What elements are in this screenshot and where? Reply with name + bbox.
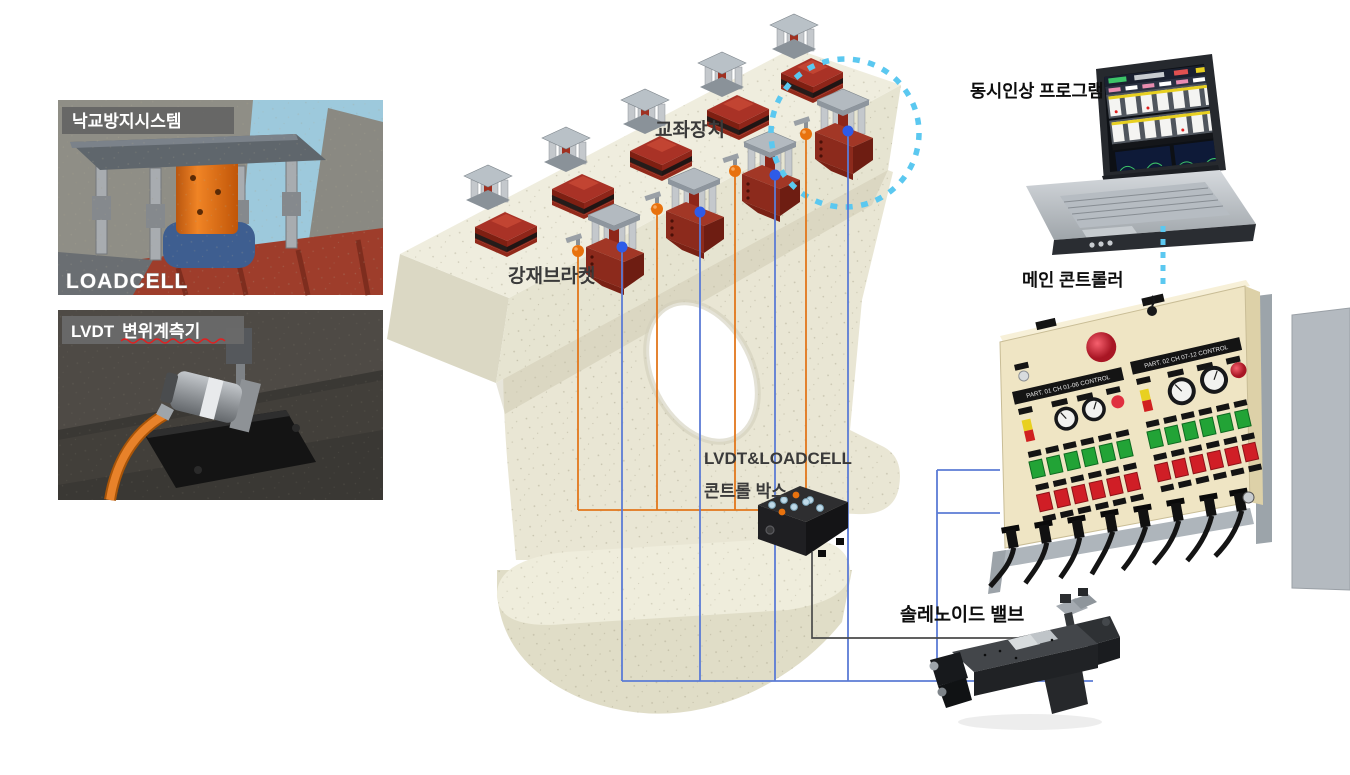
loadcell-dot-3 xyxy=(769,169,781,181)
laptop-keyboard xyxy=(1060,182,1230,228)
main-controller: PART. 01 CH 01-06 CONTROL PART. 02 CH 07… xyxy=(988,280,1350,594)
inset2-title-bar xyxy=(62,316,244,344)
pressure-gauges-1 xyxy=(1054,397,1106,431)
loadcell-dot-1 xyxy=(616,241,628,253)
red-button-row-2 xyxy=(1153,432,1263,493)
green-button-row-2 xyxy=(1145,399,1252,450)
control-box-front xyxy=(758,505,806,556)
laptop-screen-content xyxy=(1104,64,1216,172)
loadcell-dot-2 xyxy=(694,206,706,218)
hydraulic-couplers xyxy=(988,487,1255,589)
inset2-lvdt-sensor xyxy=(160,371,261,433)
green-button-row-1 xyxy=(1027,429,1134,480)
laptop-label: 동시인상 프로그램 xyxy=(970,81,1104,101)
solenoid-valve xyxy=(929,588,1120,730)
inset1-title: 낙교방지시스템 xyxy=(72,112,181,131)
bearing-label: 교좌장치 xyxy=(655,119,725,141)
section1-title-strip xyxy=(1012,367,1125,405)
bracket-label: 강재브라켓 xyxy=(508,265,595,287)
controller-section-1: PART. 01 CH 01-06 CONTROL xyxy=(1012,332,1145,523)
valve-connector-2 xyxy=(1072,594,1097,609)
dashed-highlight-circle xyxy=(768,56,922,210)
valve-left-cap-1 xyxy=(930,652,968,686)
controller-stand-wall xyxy=(1291,307,1350,591)
section2-title-strip xyxy=(1130,337,1243,375)
controller-knob xyxy=(1147,306,1157,316)
loadcell-dot-4 xyxy=(842,125,854,137)
control-box-label-line2: 콘트롤 박스 xyxy=(704,482,787,501)
control-box xyxy=(758,486,848,557)
back-jack-5 xyxy=(769,13,819,60)
loadcell-dots xyxy=(616,125,854,253)
fall-prevention-inset: LOADCELL 낙교방지시스템 xyxy=(58,100,383,296)
pressure-gauges-2 xyxy=(1167,365,1229,406)
cabinet-top-face xyxy=(1000,280,1250,342)
valve-link-line xyxy=(811,552,1090,639)
inset2-orange-cable xyxy=(106,410,169,501)
loadcell-caption: LOADCELL xyxy=(66,270,188,293)
emergency-stop-button xyxy=(1086,332,1117,363)
red-round-button-1 xyxy=(1111,395,1125,409)
control-box-connectors xyxy=(768,491,824,516)
red-button-row-1 xyxy=(1035,462,1145,523)
control-box-side xyxy=(806,502,848,556)
controller-label: 메인 콘트롤러 xyxy=(1022,270,1123,290)
spellcheck-squiggle xyxy=(120,338,226,344)
laptop xyxy=(1026,54,1256,284)
valve-label: 솔레노이드 밸브 xyxy=(900,604,1024,625)
valve-left-cap-2 xyxy=(938,678,972,708)
controller-section-2: PART. 02 CH 07-12 CONTROL xyxy=(1130,337,1263,493)
laptop-front-edge xyxy=(1052,224,1256,255)
controller-shelf xyxy=(995,508,1254,568)
valve-body-front xyxy=(974,644,1098,696)
red-round-button-2 xyxy=(1230,362,1247,379)
control-box-label-line1: LVDT&LOADCELL xyxy=(704,449,852,468)
control-box-port xyxy=(765,525,775,535)
inset1-title-bar xyxy=(62,107,234,134)
pier-opening xyxy=(646,302,758,442)
valve-body-top xyxy=(952,624,1098,672)
